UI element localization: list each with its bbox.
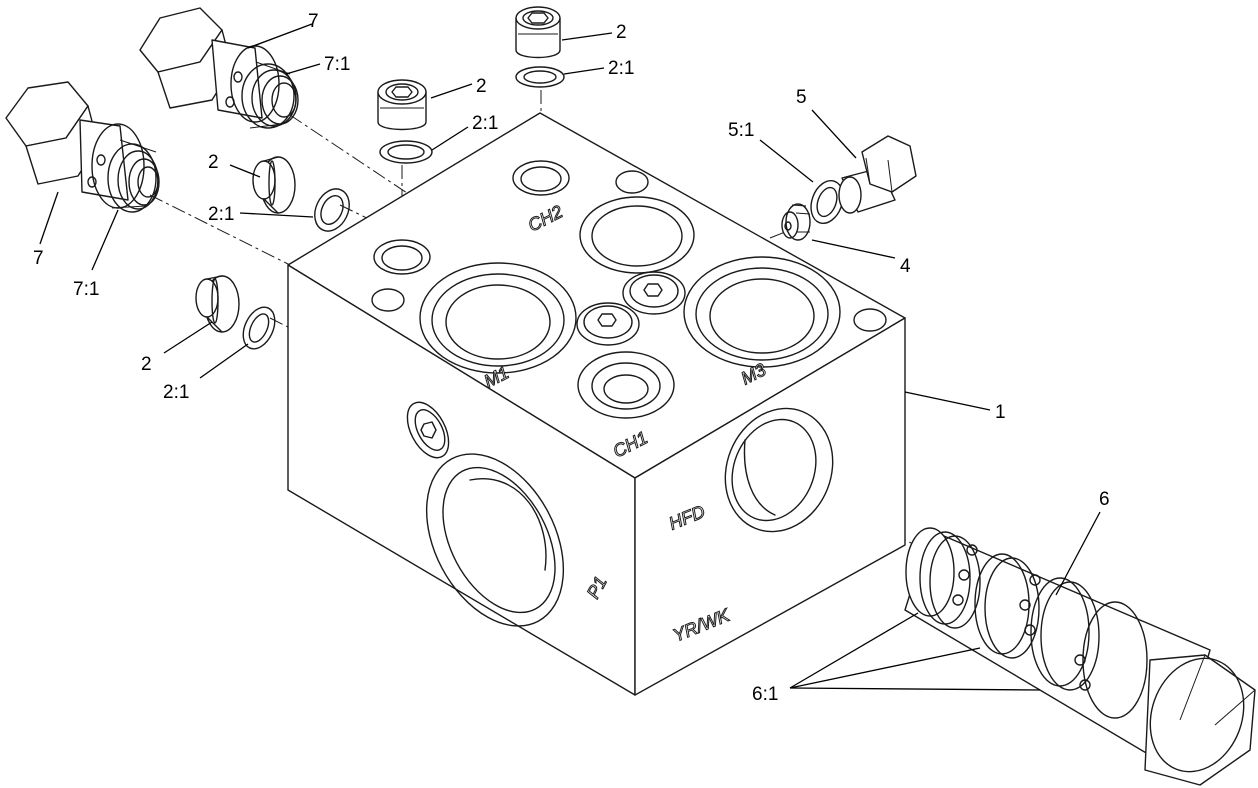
seal-lower-left — [242, 306, 276, 350]
callout-2-1-top-left: 2:1 — [472, 113, 498, 134]
callout-6-1: 6:1 — [752, 684, 778, 705]
cartridge-valve-upper — [139, 7, 299, 129]
callout-6: 6 — [1099, 489, 1110, 510]
top-face-ports — [371, 160, 887, 419]
seal-top-left — [379, 140, 433, 164]
callout-2-1-top-right: 2:1 — [608, 58, 634, 79]
callout-7-1-lower: 7:1 — [73, 279, 99, 300]
callout-7-upper: 7 — [308, 11, 319, 32]
right-face-features — [724, 407, 834, 533]
callout-5: 5 — [796, 87, 807, 108]
left-face-features — [406, 401, 565, 627]
callout-4: 4 — [900, 256, 911, 277]
orifice-plug — [781, 203, 811, 241]
callout-7-lower: 7 — [33, 248, 44, 269]
callout-7-1-upper: 7:1 — [324, 54, 350, 75]
callout-labels: 1 2 2:1 2 2:1 2 2:1 2 2:1 4 5 5:1 6 6:1 … — [33, 11, 1110, 705]
callout-2-1-mid-left: 2:1 — [208, 204, 234, 225]
manifold-block — [287, 112, 906, 696]
block-right-face — [634, 317, 906, 696]
plug-5 — [838, 135, 917, 214]
callout-2-top-right: 2 — [616, 22, 627, 43]
leader-lines — [39, 23, 1101, 691]
callout-2-lower-left: 2 — [141, 354, 152, 375]
cartridge-valve-lower — [5, 81, 160, 213]
seal-mid-left — [314, 188, 350, 232]
plug-top-left — [377, 79, 427, 131]
callout-5-1: 5:1 — [728, 120, 754, 141]
callout-2-top-left: 2 — [476, 76, 487, 97]
plug-lower-left — [195, 275, 240, 333]
callout-1: 1 — [995, 402, 1006, 423]
cartridge-valve-6 — [904, 527, 1256, 786]
callout-2-1-lower-left: 2:1 — [163, 382, 189, 403]
callout-2-mid-left: 2 — [208, 152, 219, 173]
seal-top-right — [515, 66, 565, 88]
plug-top-right — [515, 6, 561, 59]
plug-mid-left — [252, 156, 296, 214]
